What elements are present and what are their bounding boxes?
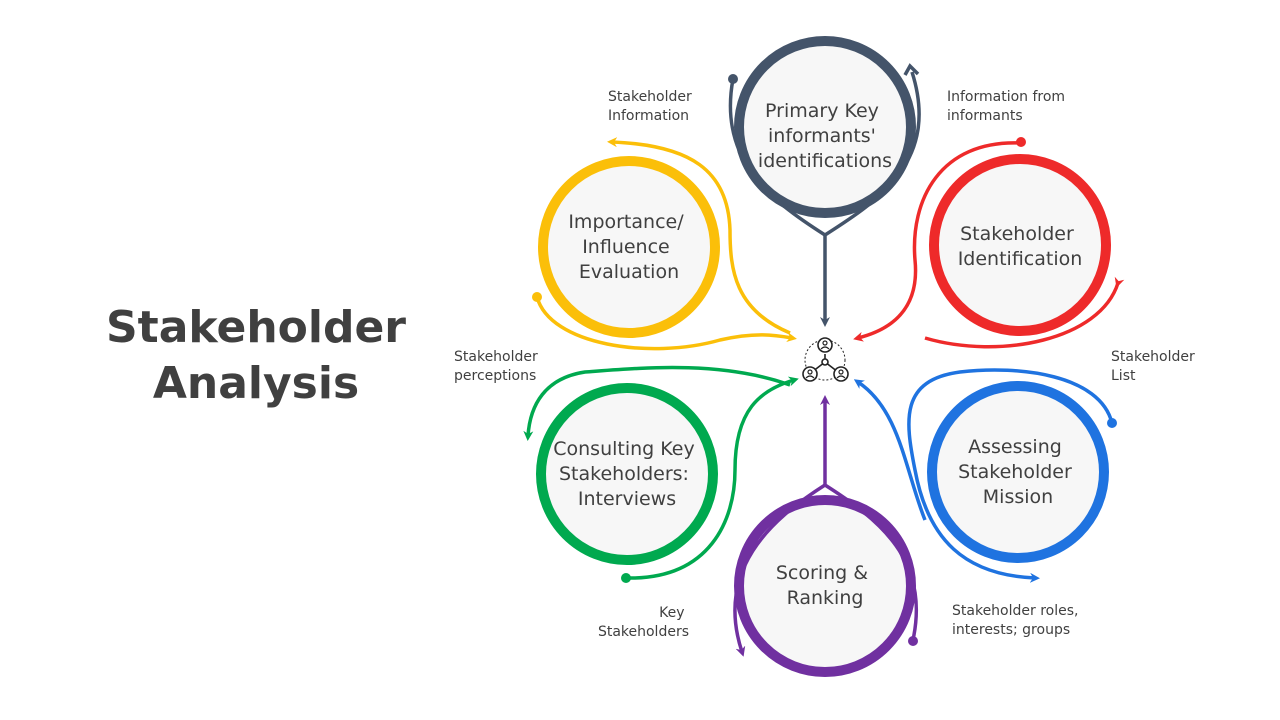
node-primary-flow-left (728, 78, 826, 237)
title-line-1: Stakeholder (105, 302, 406, 353)
annotation-stakeholder-list-line-1: Stakeholder (1111, 349, 1195, 365)
stakeholder-network-icon (802, 337, 849, 382)
node-primary-dot (728, 74, 738, 84)
node-consulting-line-2: Stakeholders: (559, 463, 689, 485)
node-consulting-dot (621, 573, 631, 583)
node-identification-line-1: Stakeholder (960, 223, 1074, 245)
node-scoring-dot (908, 636, 918, 646)
node-importance-ring (538, 156, 720, 338)
node-consulting-line-3: Interviews (578, 488, 676, 510)
node-primary-arrow-tip (903, 63, 920, 76)
node-mission-line-3: Mission (983, 486, 1053, 508)
annotation-roles-interests-line-1: Stakeholder roles, (952, 603, 1078, 619)
annotation-stakeholder-information: Stakeholder Information (608, 89, 696, 124)
node-scoring: Scoring & Ranking (733, 395, 919, 677)
node-identification-text: Stakeholder Identification (958, 223, 1083, 270)
node-scoring-flow-out (733, 483, 826, 657)
annotation-perceptions: Stakeholder perceptions (454, 349, 542, 384)
node-consulting-flow-out (523, 365, 791, 441)
title-line-2: Analysis (152, 358, 360, 409)
node-mission-dot (1107, 418, 1117, 428)
annotation-info-from-informants: Information from informants (947, 89, 1070, 124)
annotation-perceptions-line-1: Stakeholder (454, 349, 538, 365)
node-importance-text: Importance/ Influence Evaluation (568, 211, 689, 283)
node-scoring-line-2: Ranking (787, 587, 864, 609)
node-mission-text: Assessing Stakeholder Mission (958, 436, 1078, 508)
annotation-roles-interests: Stakeholder roles, interests; groups (952, 603, 1083, 638)
node-importance-line-3: Evaluation (579, 261, 679, 283)
node-mission-ring (927, 381, 1109, 563)
annotation-key-stakeholders-line-2: Stakeholders (598, 624, 689, 640)
node-importance-flow-in (535, 296, 797, 351)
node-mission-line-2: Stakeholder (958, 461, 1072, 483)
node-identification-ring (929, 154, 1111, 336)
node-identification-flow-in (853, 141, 1021, 342)
node-importance-line-2: Influence (582, 236, 670, 258)
page-title: Stakeholder Analysis (96, 300, 416, 412)
node-scoring-ring (734, 495, 916, 677)
node-scoring-flow-in (820, 395, 919, 641)
node-consulting-line-1: Consulting Key (553, 438, 694, 460)
node-primary: Primary Key informants' identifications (728, 36, 921, 327)
node-importance-flow-out (607, 137, 791, 335)
node-importance-dot (532, 292, 542, 302)
annotation-roles-interests-line-2: interests; groups (952, 622, 1070, 638)
node-identification-flow-out (924, 276, 1125, 349)
annotation-stakeholder-information-line-2: Information (608, 108, 689, 124)
node-mission-flow-in (853, 379, 927, 521)
node-primary-flow-right (820, 71, 921, 327)
node-identification-dot (1016, 137, 1026, 147)
node-identification-line-2: Identification (958, 248, 1083, 270)
node-scoring-line-1: Scoring & (776, 562, 868, 584)
node-identification: Stakeholder Identification (853, 137, 1125, 349)
node-consulting-text: Consulting Key Stakeholders: Interviews (553, 438, 701, 510)
node-primary-line-2: informants' (768, 125, 876, 147)
node-mission: Assessing Stakeholder Mission (853, 368, 1117, 583)
node-mission-flow-out (907, 368, 1114, 583)
annotation-stakeholder-information-line-1: Stakeholder (608, 89, 692, 105)
node-consulting-ring (536, 383, 718, 565)
annotation-info-from-informants-line-2: informants (947, 108, 1023, 124)
annotation-perceptions-line-2: perceptions (454, 368, 536, 384)
node-consulting: Consulting Key Stakeholders: Interviews (523, 365, 799, 583)
node-importance-line-1: Importance/ (568, 211, 684, 233)
node-primary-line-1: Primary Key (765, 100, 879, 122)
node-consulting-flow-in (625, 376, 799, 580)
annotation-info-from-informants-line-1: Information from (947, 89, 1065, 105)
annotation-stakeholder-list-line-2: List (1111, 368, 1136, 384)
node-mission-line-1: Assessing (968, 436, 1062, 458)
node-primary-text: Primary Key informants' identifications (758, 100, 892, 172)
node-scoring-text: Scoring & Ranking (776, 562, 874, 609)
node-primary-line-3: identifications (758, 150, 892, 172)
node-primary-ring (734, 36, 916, 218)
annotation-stakeholder-list: Stakeholder List (1111, 349, 1199, 384)
annotation-key-stakeholders: Key Stakeholders (598, 605, 689, 640)
annotation-key-stakeholders-line-1: Key (659, 605, 684, 621)
node-importance: Importance/ Influence Evaluation (532, 137, 797, 351)
